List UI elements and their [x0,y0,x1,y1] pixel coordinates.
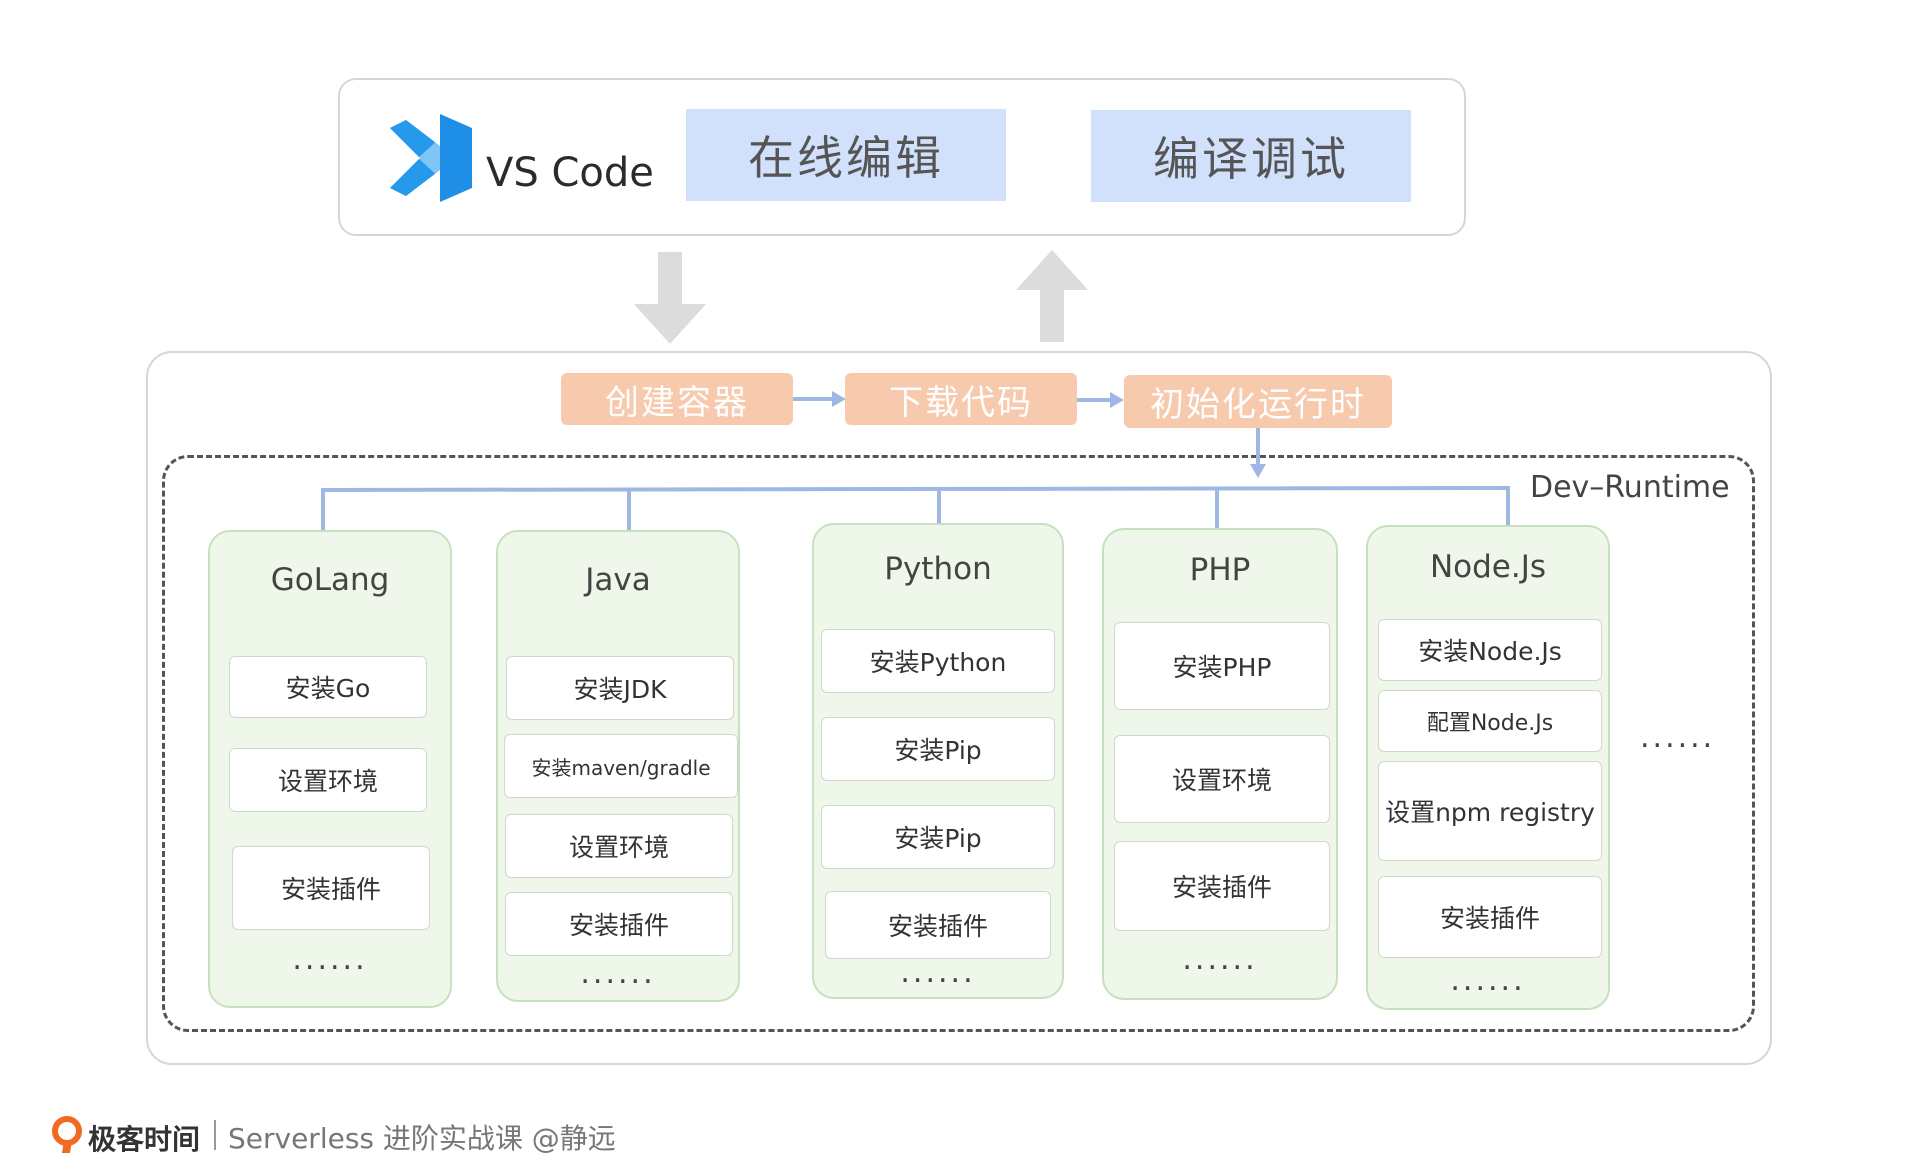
dev-runtime-area [162,455,1755,1032]
list-item: 安装Pip [821,805,1055,869]
online-edit-box: 在线编辑 [686,109,1006,201]
column-title: PHP [1189,552,1251,588]
list-item: 设置npm registry [1378,761,1602,861]
list-item: 设置环境 [505,814,733,878]
list-item: 安装maven/gradle [504,734,738,798]
list-item: 安装Python [821,629,1055,693]
footer-brand: 极客时间 [88,1123,201,1156]
step-init-runtime: 初始化运行时 [1124,375,1392,428]
column-nodejs: Node.Js 安装Node.Js 配置Node.Js 设置npm regist… [1366,525,1610,1010]
vscode-logo-icon [390,114,472,202]
list-item: 安装插件 [232,846,430,930]
column-title: GoLang [270,562,390,598]
more-dots: ...... [900,955,976,990]
geektime-logo-icon [52,1116,82,1153]
extra-more-dots: ...... [1640,720,1716,755]
list-item: 安装Node.Js [1378,619,1602,681]
column-python: Python 安装Python 安装Pip 安装Pip 安装插件 ...... [812,523,1064,999]
column-php: PHP 安装PHP 设置环境 安装插件 ...... [1102,528,1338,1000]
list-item: 安装插件 [505,892,733,956]
more-dots: ...... [1182,942,1258,977]
list-item: 设置环境 [1114,735,1330,823]
list-item: 安装Go [229,656,427,718]
footer-text: Serverless 进阶实战课 @静远 [228,1122,616,1155]
step-download-code: 下载代码 [845,373,1077,425]
step-create-container: 创建容器 [561,373,793,425]
column-title: Python [884,551,992,587]
list-item: 配置Node.Js [1378,690,1602,752]
list-item: 安装插件 [1378,876,1602,958]
vscode-name: VS Code [486,150,654,196]
more-dots: ...... [292,942,368,977]
footer-divider [214,1120,216,1150]
list-item: 安装PHP [1114,622,1330,710]
dev-container [146,351,1772,1065]
column-title: Java [585,562,651,598]
list-item: 设置环境 [229,748,427,812]
dev-runtime-label: Dev–Runtime [1530,470,1730,505]
compile-debug-box: 编译调试 [1091,110,1411,202]
more-dots: ...... [580,956,656,991]
list-item: 安装Pip [821,717,1055,781]
column-title: Node.Js [1429,549,1547,585]
column-golang: GoLang 安装Go 设置环境 安装插件 ...... [208,530,452,1008]
column-java: Java 安装JDK 安装maven/gradle 设置环境 安装插件 ....… [496,530,740,1002]
list-item: 安装JDK [506,656,734,720]
list-item: 安装插件 [825,891,1051,959]
down-arrow-icon [634,252,706,344]
list-item: 安装插件 [1114,841,1330,931]
more-dots: ...... [1450,963,1526,998]
up-arrow-icon [1016,250,1088,342]
